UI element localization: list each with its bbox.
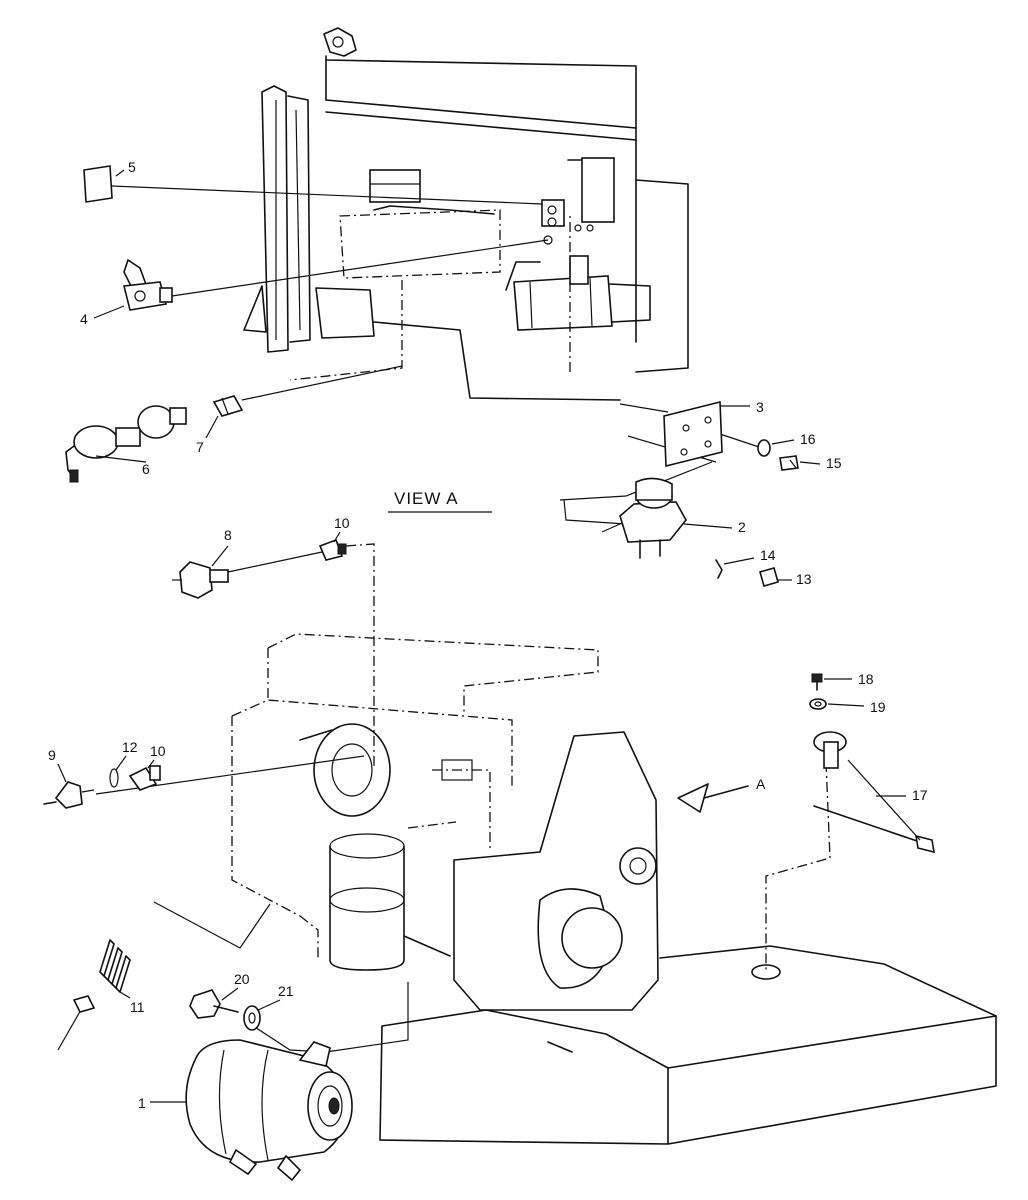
callout-6: 6 (142, 461, 150, 477)
part-18-bolt[interactable] (811, 673, 823, 691)
callout-1: 1 (138, 1095, 146, 1111)
callout-21: 21 (278, 983, 294, 999)
part-2-switch[interactable] (601, 477, 687, 559)
callout-19: 19 (870, 699, 886, 715)
part-16-washer[interactable] (757, 439, 771, 457)
callout-12: 12 (122, 739, 138, 755)
callout-20: 20 (234, 971, 250, 987)
part-11-spring[interactable] (72, 939, 131, 1013)
part-9-sender[interactable] (43, 781, 95, 809)
callout-8: 8 (224, 527, 232, 543)
part-1-alternator[interactable] (185, 1039, 353, 1182)
callout-9: 9 (48, 747, 56, 763)
callout-17: 17 (912, 787, 928, 803)
callout-13: 13 (796, 571, 812, 587)
part-4-sensor[interactable] (123, 258, 173, 311)
view-title: VIEW A (394, 489, 459, 508)
callout-16: 16 (800, 431, 816, 447)
callout-3: 3 (756, 399, 764, 415)
view-a-title: VIEW A (388, 489, 492, 513)
part-6-sender[interactable] (65, 405, 187, 483)
part-21-washer[interactable] (243, 1005, 261, 1031)
callout-18: 18 (858, 671, 874, 687)
callout-4: 4 (80, 311, 88, 327)
part-8-fitting[interactable] (172, 561, 229, 599)
callout-15: 15 (826, 455, 842, 471)
part-17-dipstick[interactable] (813, 731, 935, 854)
callout-5: 5 (128, 159, 136, 175)
callout-11: 11 (130, 999, 145, 1015)
callout-2: 2 (738, 519, 746, 535)
part-3-bracket-plate[interactable] (663, 400, 723, 468)
callout-labels: 5 4 6 7 3 16 15 2 14 13 8 10 9 12 10 18 … (48, 159, 928, 1111)
view-a-arrow: A (677, 776, 766, 813)
part-20-bolt[interactable] (189, 989, 239, 1019)
view-a-engine (243, 27, 689, 401)
callout-7: 7 (196, 439, 204, 455)
part-10-sender-upper[interactable] (318, 538, 347, 561)
part-10-sender-lower[interactable] (128, 765, 161, 791)
part-12-gasket[interactable] (109, 768, 119, 788)
part-19-washer[interactable] (809, 698, 827, 710)
part-13-nut[interactable] (759, 567, 779, 587)
lower-engine (231, 633, 997, 1145)
arrow-label: A (756, 776, 766, 792)
callout-10-lower: 10 (150, 743, 166, 759)
part-14-lock-washer[interactable] (715, 559, 723, 579)
callout-10-upper: 10 (334, 515, 350, 531)
part-5-gasket[interactable] (83, 165, 113, 203)
part-7-adapter[interactable] (212, 395, 244, 417)
leader-lines (57, 185, 831, 1053)
part-15-screw[interactable] (779, 455, 799, 471)
callout-14: 14 (760, 547, 776, 563)
